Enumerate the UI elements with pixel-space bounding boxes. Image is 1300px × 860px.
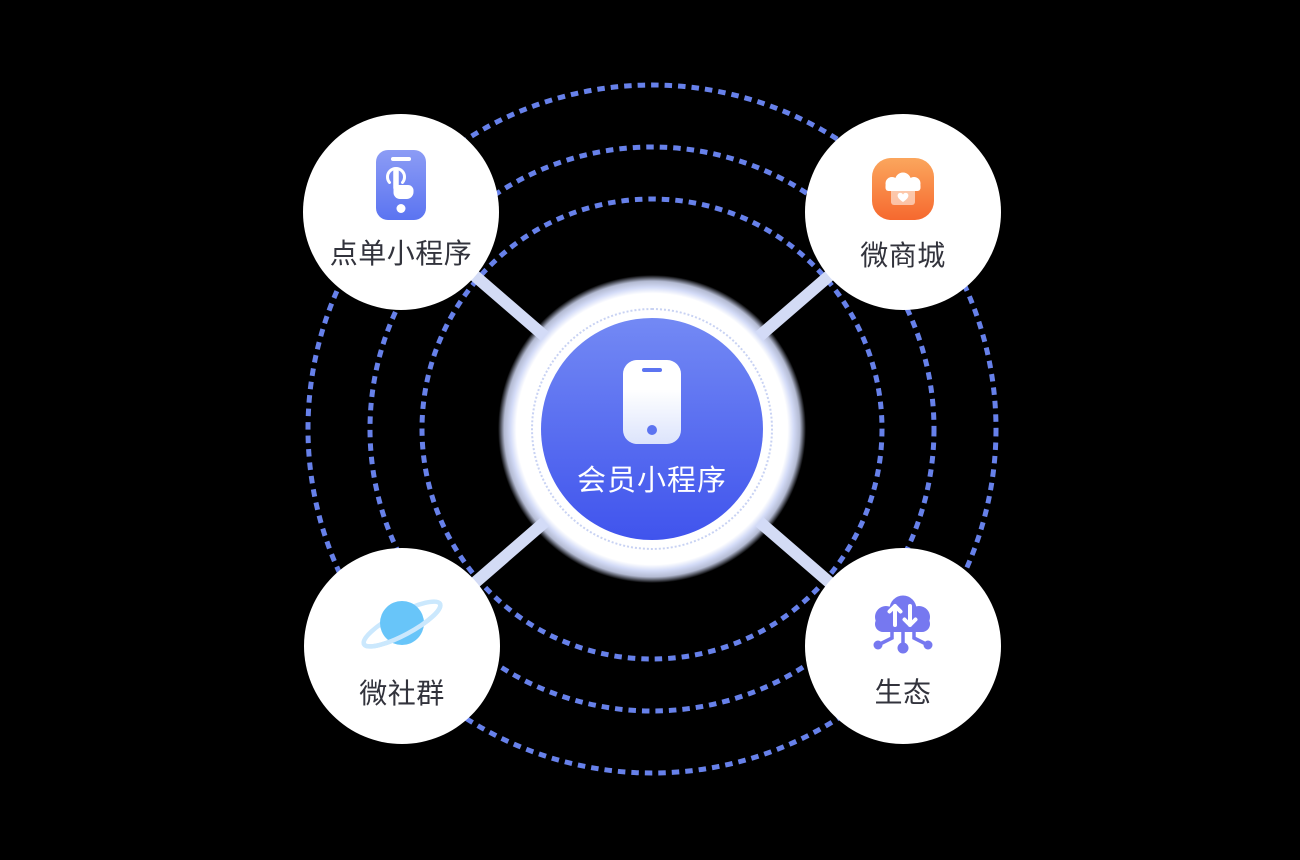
dashed-orbit-ring-middle [367, 144, 937, 714]
node-label-ecosystem: 生态 [874, 677, 932, 708]
phone-home-dot [647, 425, 657, 435]
node-label-micro-community: 微社群 [359, 678, 445, 709]
planet-icon [361, 599, 443, 649]
node-order-miniprogram: 点单小程序 [303, 114, 499, 310]
hub-dotted-ring [531, 308, 773, 550]
center-node-label: 会员小程序 [576, 465, 727, 497]
eco-network-icon [873, 595, 933, 654]
node-micro-mall: 微商城 [805, 114, 1001, 310]
node-label-micro-mall: 微商城 [860, 240, 946, 271]
smartphone-icon [623, 360, 681, 444]
tap-phone-icon [376, 150, 426, 220]
storefront-icon [872, 158, 934, 220]
phone-speaker-bar [642, 368, 662, 372]
node-micro-community: 微社群 [304, 548, 500, 744]
node-ecosystem: 生态 [805, 548, 1001, 744]
center-node: 会员小程序 [498, 275, 806, 583]
hub-core-circle: 会员小程序 [541, 318, 763, 540]
dashed-orbit-ring-inner [419, 196, 885, 662]
dashed-orbit-ring-outer [305, 82, 999, 776]
node-label-order-miniprogram: 点单小程序 [329, 238, 473, 269]
